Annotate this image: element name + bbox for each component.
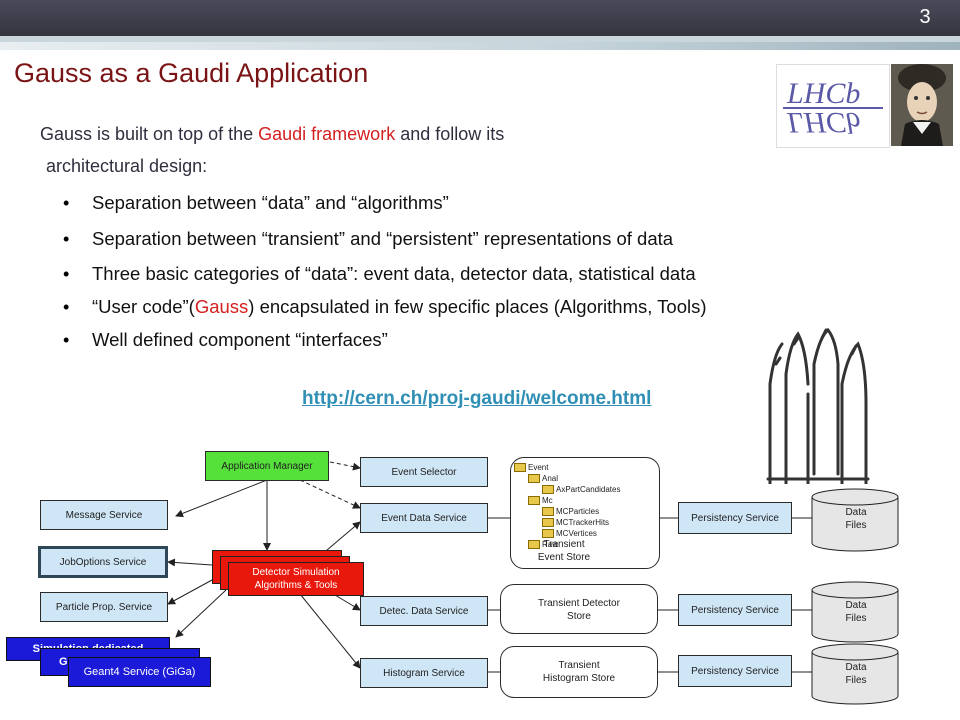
event-data-service-box: Event Data Service [360,503,488,533]
event-tree: Event Anal AxPartCandidates Mc MCParticl… [514,462,620,550]
data-files-cylinder [811,643,899,705]
bullet-dot: • [63,229,70,249]
lhcb-logo: LHCb LHCb [776,64,890,148]
cathedral-sketch-image [762,324,872,486]
bullet-4: “User code”(Gauss) encapsulated in few s… [92,296,707,318]
persistency-service-box: Persistency Service [678,502,792,534]
tree-node-anal: Anal [528,473,606,484]
bullet-2: Separation between “transient” and “pers… [92,228,674,249]
lhcb-logo-mirror: LHCb [786,106,860,139]
lhcb-logo-text: LHCb [786,77,860,110]
detector-simulation-label: Detector Simulation [252,567,340,578]
bullet-5: Well defined component “interfaces” [92,329,388,350]
detec-data-service-box: Detec. Data Service [360,596,488,626]
bullet-dot: • [63,193,70,213]
tree-node-mc: Mc [528,495,606,506]
intro-text-2: and follow its [395,124,505,144]
slide-title: Gauss as a Gaudi Application [14,58,369,88]
tree-node-raw: Raw [528,539,606,550]
data-files-label: Data Files [845,600,867,624]
bullet-1: Separation between “data” and “algorithm… [92,192,449,213]
tree-node-mcparticles: MCParticles [542,506,620,517]
message-service-box: Message Service [40,500,168,530]
data-files-cylinder [811,488,899,552]
data-files-label: Data Files [845,662,867,686]
transient-event-store-label: Transient Event Store [537,539,591,563]
event-selector-box: Event Selector [360,457,488,487]
application-manager-box: Application Manager [205,451,329,481]
gaudi-welcome-link[interactable]: http://cern.ch/proj-gaudi/welcome.html [302,388,652,409]
transient-histogram-store: Transient Histogram Store [500,646,658,698]
intro-line-2: architectural design: [46,156,208,176]
slide-number: 3 [919,6,931,28]
tree-node-mcvertices: MCVertices [542,528,620,539]
bullet-3: Three basic categories of “data”: event … [92,263,696,284]
bullet-dot: • [63,264,70,284]
transient-detector-store: Transient Detector Store [500,584,658,634]
bullet-4-post: ) encapsulated in few specific places (A… [248,296,707,317]
gaudi-framework-highlight: Gaudi framework [258,124,396,144]
persistency-service-box: Persistency Service [678,655,792,687]
gauss-portrait-image [891,64,953,146]
bullet-4-pre: “User code”( [92,296,195,317]
histogram-service-box: Histogram Service [360,658,488,688]
bullet-dot: • [63,297,70,317]
top-bar [0,0,960,36]
intro-line-1: Gauss is built on top of the Gaudi frame… [40,124,504,145]
data-files-label: Data Files [845,507,867,531]
algorithms-tools-label: Algorithms & Tools [254,580,338,591]
tree-node-event: Event [514,462,592,473]
geant4-service-box: Geant4 Service (GiGa) [68,657,211,687]
tree-node-axpart: AxPartCandidates [542,484,620,495]
header-stripe-gradient [0,42,960,50]
persistency-service-box: Persistency Service [678,594,792,626]
gauss-highlight: Gauss [194,296,249,317]
data-files-cylinder [811,581,899,643]
particle-prop-service-box: Particle Prop. Service [40,592,168,622]
intro-text-1: Gauss is built on top of the [40,124,259,144]
tree-node-mctrackerhits: MCTrackerHits [542,517,620,528]
detector-simulation-box: Detector Simulation Algorithms & Tools [228,562,364,596]
joboptions-service-box: JobOptions Service [38,546,168,578]
bullet-dot: • [63,330,70,350]
header-stripe [0,36,960,42]
